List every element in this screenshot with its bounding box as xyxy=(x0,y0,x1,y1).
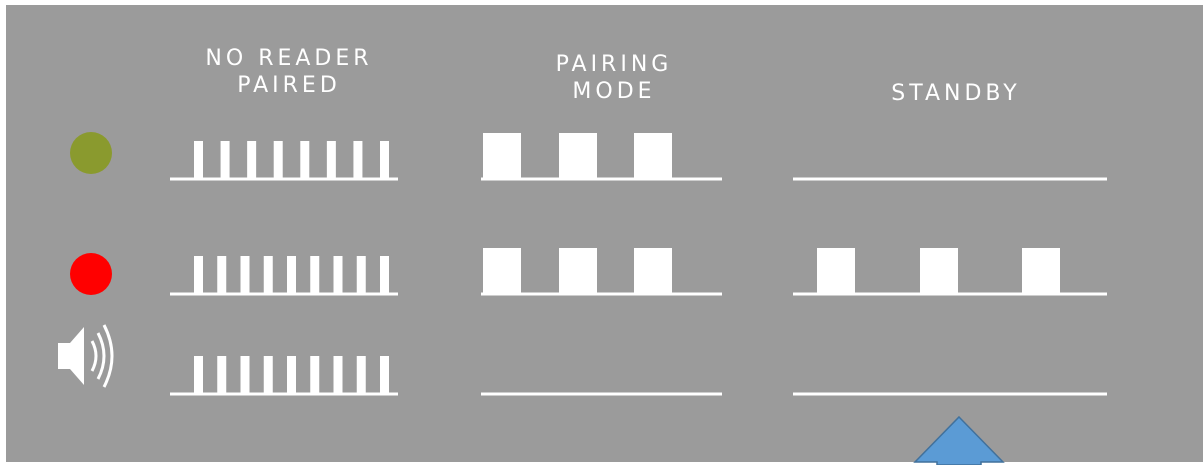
green-led-standby-baseline xyxy=(793,177,1107,181)
red-led-no-reader-paired-pulse xyxy=(194,256,203,294)
green-led-no-reader-paired-pulse xyxy=(326,141,336,179)
buzzer-no-reader-paired-pulse xyxy=(380,356,389,394)
red-led-no-reader-paired-pulse xyxy=(333,256,343,294)
red-led-icon xyxy=(70,253,112,295)
buzzer-standby-baseline xyxy=(793,392,1107,396)
red-led-standby-pulse xyxy=(817,248,855,294)
green-led-pairing-mode-baseline xyxy=(481,177,722,181)
red-led-pairing-mode-pulse xyxy=(634,248,672,294)
red-led-standby-pulse xyxy=(1022,248,1060,294)
green-led-pairing-mode-pulse xyxy=(483,133,521,179)
buzzer-no-reader-paired-pulse xyxy=(356,356,366,394)
red-led-no-reader-paired-pulse xyxy=(240,256,250,294)
green-led-no-reader-paired-pulse xyxy=(247,141,257,179)
red-led-pairing-mode-pulse xyxy=(483,248,521,294)
green-led-pairing-mode-pulse xyxy=(559,133,597,179)
red-led-no-reader-paired-pulse xyxy=(217,256,227,294)
green-led-no-reader-paired-baseline xyxy=(170,177,398,181)
indicator-diagram-panel: NO READER PAIRED PAIRING MODE STANDBY xyxy=(6,5,1203,465)
buzzer-no-reader-paired-pulse xyxy=(194,356,203,394)
column-heading-pairing-mode: PAIRING MODE xyxy=(555,52,673,104)
buzzer-no-reader-paired-pulse xyxy=(217,356,227,394)
buzzer-no-reader-paired-baseline xyxy=(170,392,398,396)
red-led-no-reader-paired-pulse xyxy=(310,256,320,294)
red-led-no-reader-paired-baseline xyxy=(170,292,398,296)
speaker-icon xyxy=(58,324,114,388)
pulse-pattern-grid xyxy=(170,133,1107,396)
green-led-pairing-mode-pulse xyxy=(634,133,672,179)
red-led-pairing-mode-baseline xyxy=(481,292,722,296)
red-led-no-reader-paired-pulse xyxy=(287,256,296,294)
green-led-no-reader-paired-pulse xyxy=(220,141,230,179)
buzzer-pairing-mode-baseline xyxy=(481,392,722,396)
green-led-no-reader-paired-pulse xyxy=(380,141,389,179)
green-led-no-reader-paired-pulse xyxy=(194,141,203,179)
buzzer-no-reader-paired-pulse xyxy=(310,356,320,394)
green-led-no-reader-paired-pulse xyxy=(273,141,283,179)
buzzer-no-reader-paired-pulse xyxy=(263,356,273,394)
red-led-no-reader-paired-pulse xyxy=(263,256,273,294)
red-led-no-reader-paired-pulse xyxy=(380,256,389,294)
red-led-pairing-mode-pulse xyxy=(559,248,597,294)
buzzer-no-reader-paired-pulse xyxy=(240,356,250,394)
green-led-no-reader-paired-pulse xyxy=(353,141,363,179)
green-led-no-reader-paired-pulse xyxy=(300,141,310,179)
column-heading-no-reader-paired: NO READER PAIRED xyxy=(205,46,373,98)
buzzer-no-reader-paired-pulse xyxy=(287,356,296,394)
up-arrow-icon xyxy=(913,415,1005,465)
buzzer-no-reader-paired-pulse xyxy=(333,356,343,394)
red-led-standby-pulse xyxy=(920,248,958,294)
green-led-icon xyxy=(70,132,112,174)
red-led-no-reader-paired-pulse xyxy=(356,256,366,294)
column-heading-standby: STANDBY xyxy=(891,81,1021,106)
